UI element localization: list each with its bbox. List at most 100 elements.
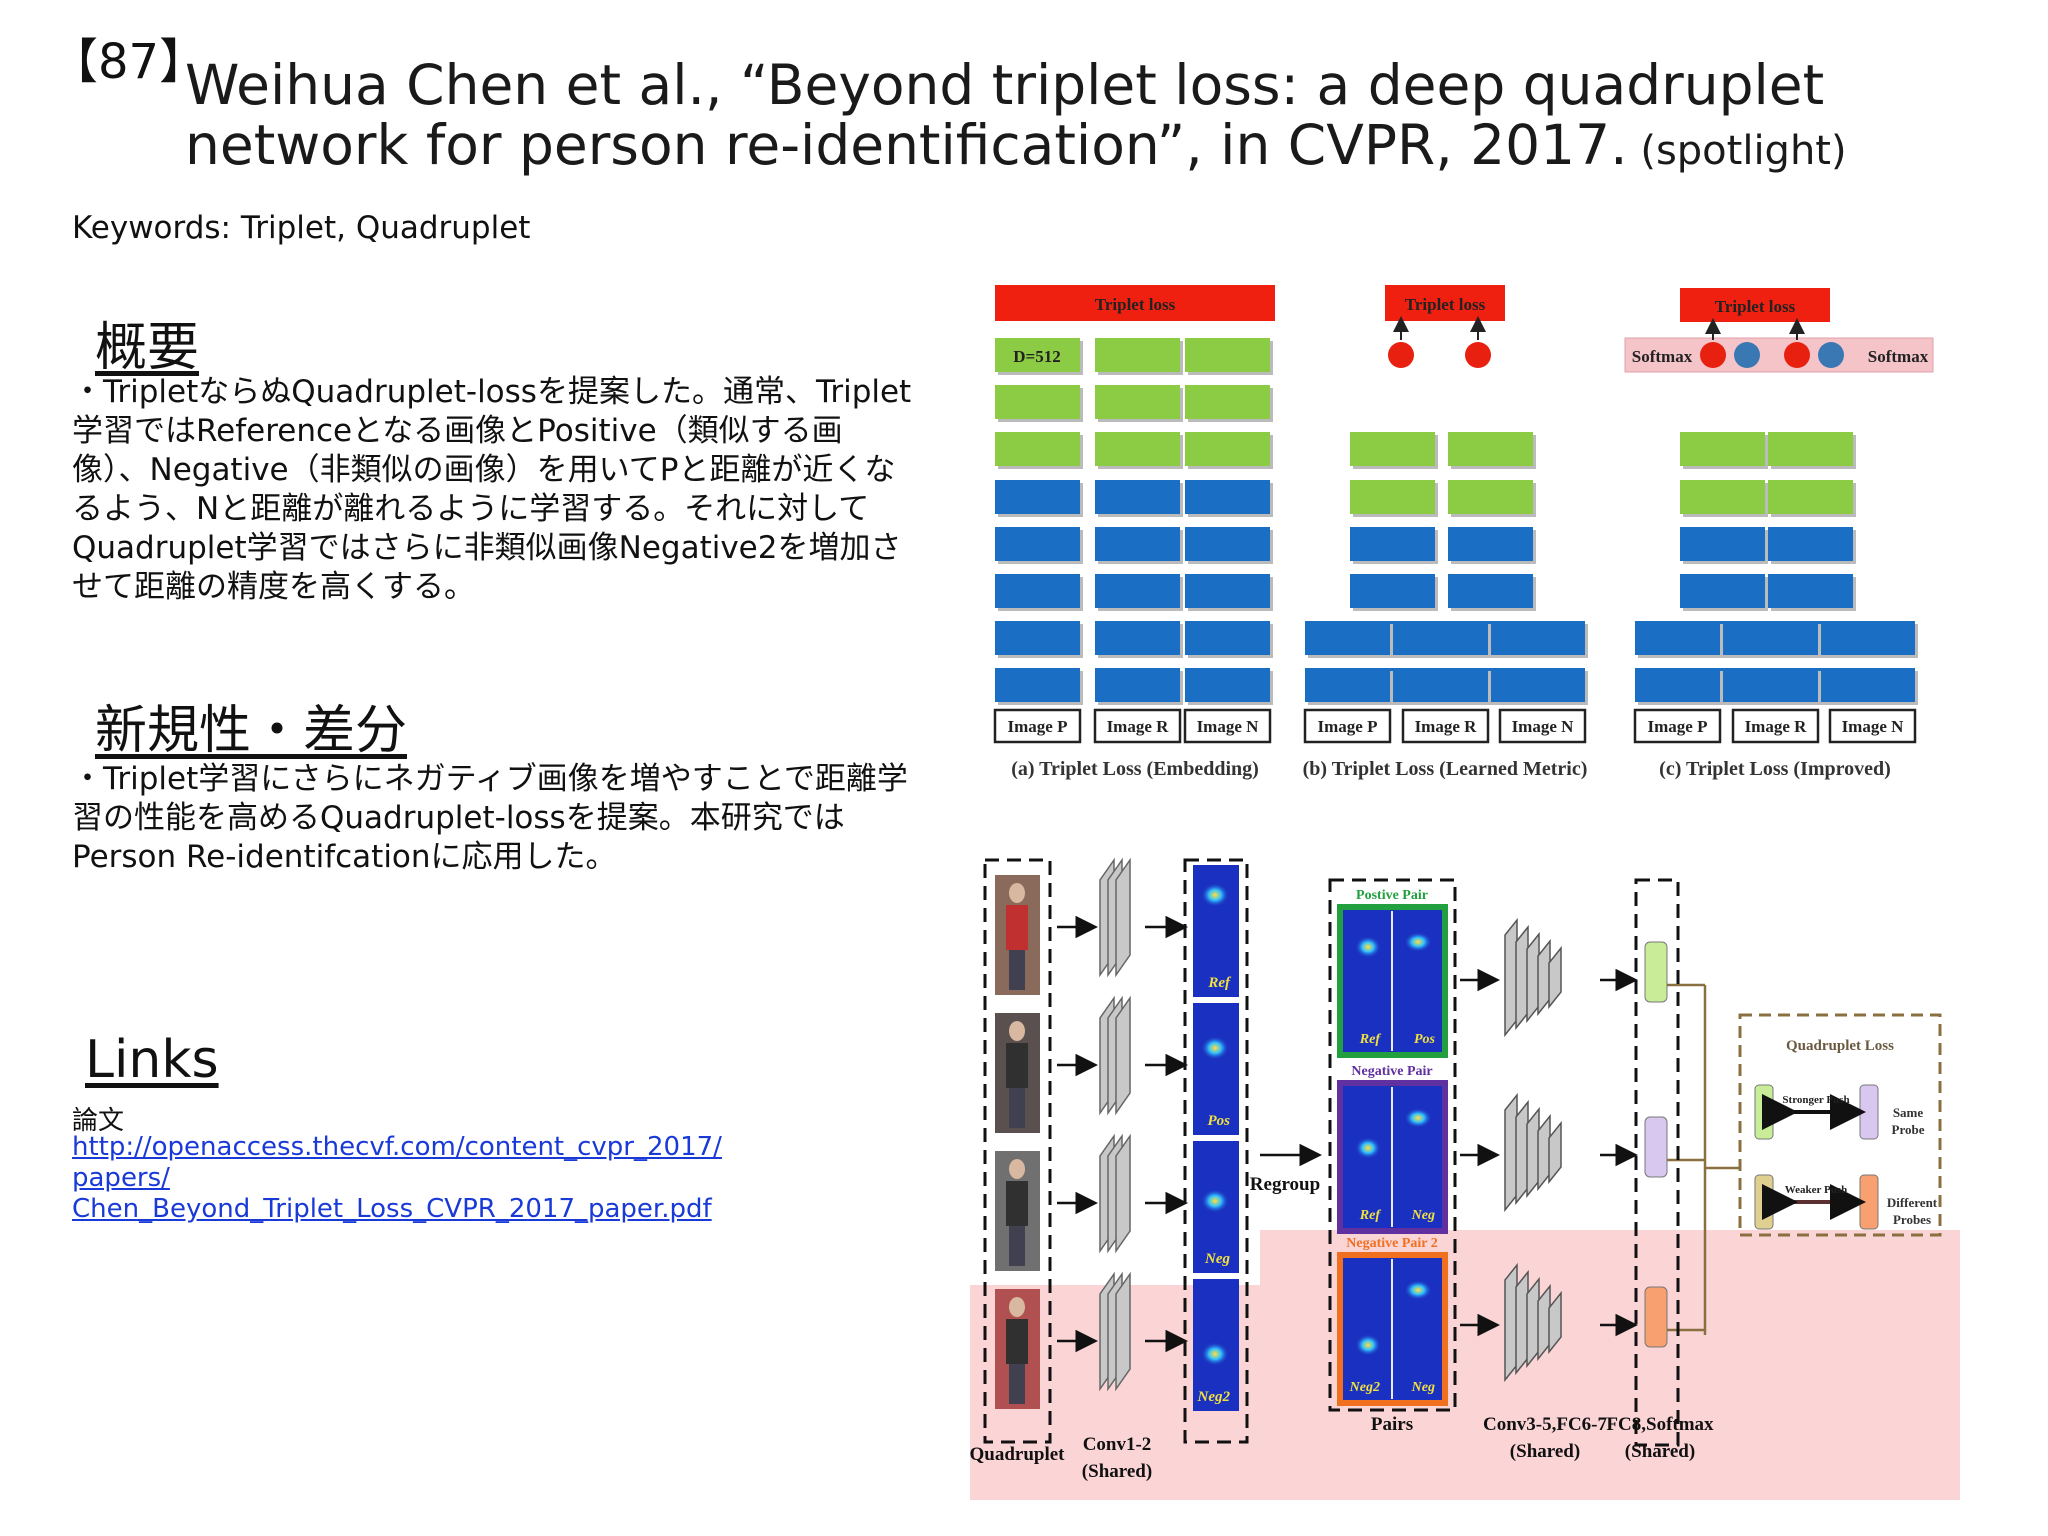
fc-layer <box>1644 1286 1668 1348</box>
conv-layer <box>1515 924 1529 1031</box>
heatmap-hotspot <box>1201 1036 1229 1060</box>
score-node <box>1700 342 1726 368</box>
layer-block <box>1350 432 1435 466</box>
paper-link-line[interactable]: http://openaccess.thecvf.com/content_cvp… <box>72 1132 722 1162</box>
person-head <box>1009 1021 1025 1041</box>
paper-link-line[interactable]: papers/ <box>72 1163 170 1193</box>
score-node <box>1818 342 1844 368</box>
layer-block <box>1500 621 1585 655</box>
score-node <box>1388 342 1414 368</box>
layer-block <box>995 338 1080 372</box>
layer-block <box>1448 527 1533 561</box>
layer-block <box>1095 574 1180 608</box>
image-box <box>1633 708 1722 744</box>
layer-block <box>1095 432 1180 466</box>
heatmap-label: Neg <box>1204 1251 1230 1267</box>
paper-link-line[interactable]: Chen_Beyond_Triplet_Loss_CVPR_2017_paper… <box>72 1194 712 1224</box>
layer-block <box>1448 432 1533 466</box>
paper-label: 論文 <box>72 1106 125 1136</box>
conv-layer <box>1115 857 1131 978</box>
triplet-loss-label: Triplet loss <box>1095 295 1176 314</box>
fc8-sublabel: (Shared) <box>1625 1441 1695 1462</box>
paper-title: Weihua Chen et al., “Beyond triplet loss… <box>185 55 2035 181</box>
layer-block <box>1185 480 1270 514</box>
image-box <box>1093 708 1182 744</box>
stronger-push-label: Stronger Push <box>1782 1094 1849 1106</box>
pair-title: Postive Pair <box>1356 888 1428 903</box>
person-legs <box>1009 1088 1025 1128</box>
layer-block <box>1768 527 1853 561</box>
image-label: Image P <box>1318 717 1378 736</box>
layer-block <box>995 621 1080 655</box>
probe-feature <box>1859 1174 1879 1230</box>
conv-layer <box>1548 945 1562 1010</box>
fc-layer <box>1644 1116 1668 1178</box>
conv-layer <box>1526 1276 1540 1369</box>
person-legs <box>1009 1226 1025 1266</box>
layer-block <box>1830 621 1915 655</box>
person-head <box>1009 883 1025 903</box>
layer-block <box>1305 621 1390 655</box>
layer-block <box>1733 668 1818 702</box>
weaker-push-label: Weaker Push <box>1785 1184 1847 1196</box>
layer-block <box>1500 668 1585 702</box>
same-probe-label: Probe <box>1892 1122 1925 1137</box>
conv-layer <box>1115 995 1131 1116</box>
layer-block <box>1403 668 1488 702</box>
image-label: Image R <box>1415 717 1478 736</box>
layer-block <box>1185 385 1270 419</box>
novelty-heading: 新規性・差分 <box>95 701 408 761</box>
triplet-loss-box <box>1385 285 1505 321</box>
layer-block <box>1185 338 1270 372</box>
person-body <box>1006 1319 1028 1364</box>
different-probes-label: Different <box>1887 1195 1938 1210</box>
conv-layer <box>1504 1262 1518 1383</box>
layer-block <box>1680 480 1765 514</box>
image-box <box>1303 708 1392 744</box>
softmax-band <box>1624 337 1934 373</box>
probe-feature <box>1754 1084 1774 1140</box>
layer-block <box>995 574 1080 608</box>
conv-layer <box>1526 931 1540 1024</box>
conv-layer <box>1504 1092 1518 1213</box>
paper-link[interactable]: http://openaccess.thecvf.com/content_cvp… <box>72 1132 772 1225</box>
image-box <box>1183 708 1272 744</box>
layer-block <box>995 385 1080 419</box>
feature-group-box <box>1183 858 1249 1444</box>
layer-block <box>1680 574 1765 608</box>
title-note: (spotlight) <box>1627 128 1847 174</box>
pair-sublabel: Neg2 <box>1349 1380 1380 1395</box>
layer-block <box>1185 432 1270 466</box>
person-body <box>1006 1043 1028 1088</box>
layer-block <box>1768 574 1853 608</box>
layer-block <box>1095 621 1180 655</box>
conv-layer <box>1115 1133 1131 1254</box>
conv-layer <box>1115 1271 1131 1392</box>
person-head <box>1009 1159 1025 1179</box>
fc8-label: FC8,Softmax <box>1606 1414 1714 1435</box>
image-box <box>1401 708 1490 744</box>
score-node <box>1784 342 1810 368</box>
conv-layer <box>1515 1269 1529 1376</box>
layer-block <box>1095 385 1180 419</box>
softmax-label: Softmax <box>1868 347 1929 366</box>
heatmap-hotspot <box>1355 1334 1381 1356</box>
quadruplet-group-box <box>983 858 1052 1444</box>
layer-block <box>1768 432 1853 466</box>
same-probe-label: Same <box>1893 1105 1924 1120</box>
layer-block <box>1185 621 1270 655</box>
image-label: Image R <box>1107 717 1170 736</box>
pair-sublabel: Neg <box>1411 1208 1435 1223</box>
probe-feature <box>1859 1084 1879 1140</box>
conv-layer <box>1526 1106 1540 1199</box>
person-body <box>1006 905 1028 950</box>
caption-b: (b) Triplet Loss (Learned Metric) <box>1303 758 1588 780</box>
caption-a: (a) Triplet Loss (Embedding) <box>1011 758 1259 780</box>
overview-text: ・TripletならぬQuadruplet-lossを提案した。通常、Tripl… <box>72 374 912 605</box>
image-box <box>993 708 1082 744</box>
layer-block <box>1305 668 1390 702</box>
image-label: Image P <box>1008 717 1068 736</box>
probe-feature <box>1754 1174 1774 1230</box>
layer-block <box>1635 668 1720 702</box>
